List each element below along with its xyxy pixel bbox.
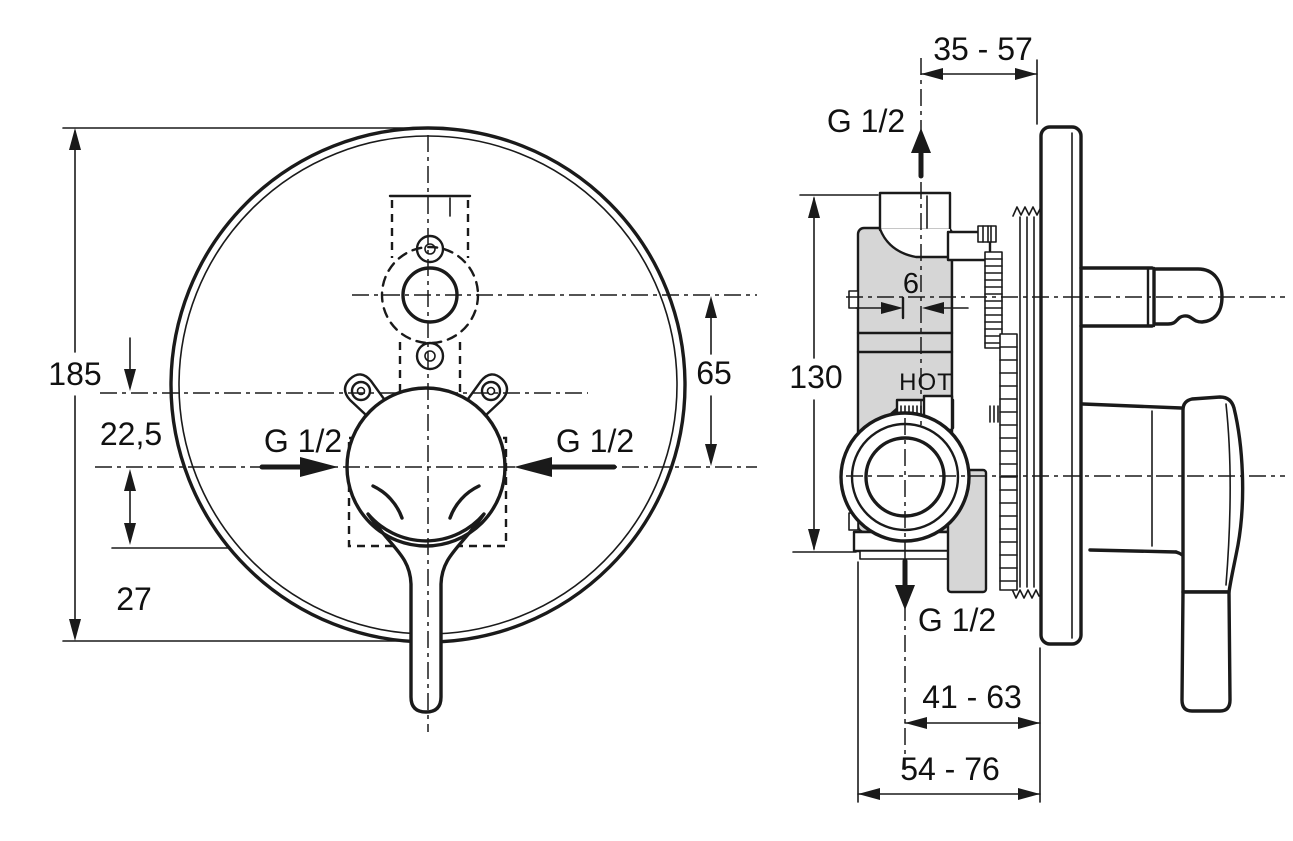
dimension-plate-diameter: 185 bbox=[48, 128, 102, 641]
g12-top-text: G 1/2 bbox=[827, 103, 905, 139]
dimension-depth-top: 35 - 57 bbox=[920, 31, 1038, 125]
dimension-port-spacing: 65 bbox=[696, 296, 732, 466]
dim-label-130: 130 bbox=[789, 359, 842, 395]
outlet-top-label: G 1/2 bbox=[827, 103, 931, 179]
trim-plate-side bbox=[1039, 125, 1083, 646]
side-view: HOT 35 - 57 G 1/2 130 bbox=[789, 31, 1285, 803]
wall-break-top bbox=[1012, 206, 1041, 217]
dimension-depth-total: 54 - 76 bbox=[857, 561, 1041, 803]
inlet-right-label: G 1/2 bbox=[514, 423, 634, 477]
dimension-upper-offset: 22,5 bbox=[100, 337, 162, 452]
cap-ribs bbox=[977, 225, 997, 243]
dim-label-54-76: 54 - 76 bbox=[900, 751, 1000, 787]
bottom-flange-lip bbox=[859, 550, 949, 560]
dimension-lower-offset: 27 bbox=[116, 469, 152, 617]
diverter-knob-side bbox=[1079, 266, 1224, 328]
handle-lever-side bbox=[1180, 590, 1232, 713]
mounting-ear-right bbox=[466, 373, 509, 417]
knob-mask bbox=[347, 388, 505, 546]
dim-label-41-63: 41 - 63 bbox=[922, 679, 1022, 715]
dimension-body-height: 130 bbox=[789, 194, 879, 553]
flow-arrow-up-icon bbox=[911, 128, 931, 153]
mixer-handle-side bbox=[1081, 395, 1245, 713]
flow-arrow-right-icon bbox=[514, 457, 552, 477]
flow-arrow-left-icon bbox=[300, 457, 338, 477]
inlet-left-label: G 1/2 bbox=[259, 423, 342, 477]
wall-section bbox=[1011, 206, 1041, 599]
dim-label-65: 65 bbox=[696, 355, 732, 391]
handle-lever-front bbox=[366, 512, 486, 714]
body-tab-upper bbox=[848, 290, 859, 309]
dim-label-6: 6 bbox=[903, 268, 919, 300]
outlet-spigot-top bbox=[878, 191, 952, 232]
g12-left-text: G 1/2 bbox=[264, 423, 342, 459]
hot-marking: HOT bbox=[899, 369, 953, 396]
front-view: 185 22,5 27 65 G 1/2 bbox=[48, 126, 757, 732]
inlet-port-side bbox=[839, 411, 971, 543]
mounting-ear-left bbox=[343, 373, 386, 417]
handle-grip bbox=[1181, 395, 1245, 594]
thread-rack-coarse bbox=[999, 333, 1018, 591]
thread-rack-fine bbox=[984, 251, 1003, 349]
lower-lug bbox=[415, 341, 445, 371]
dim-label-35-57: 35 - 57 bbox=[933, 31, 1033, 67]
outlet-bottom-label: G 1/2 bbox=[895, 558, 996, 638]
knob-inner-arc-left bbox=[371, 484, 404, 520]
g12-bottom-text: G 1/2 bbox=[918, 602, 996, 638]
flow-arrow-down-icon bbox=[895, 585, 915, 610]
dimension-center-offset: 6 bbox=[855, 268, 969, 320]
dim-label-185: 185 bbox=[48, 356, 101, 392]
body-shoulder bbox=[878, 227, 952, 259]
dimension-depth-plate: 41 - 63 bbox=[904, 647, 1041, 803]
g12-right-text: G 1/2 bbox=[556, 423, 634, 459]
knob-inner-arc-right bbox=[448, 484, 481, 520]
dim-label-27: 27 bbox=[116, 581, 152, 617]
wall-break-bottom bbox=[1011, 588, 1040, 599]
upper-lug bbox=[415, 234, 445, 264]
dim-label-22-5: 22,5 bbox=[100, 416, 162, 452]
